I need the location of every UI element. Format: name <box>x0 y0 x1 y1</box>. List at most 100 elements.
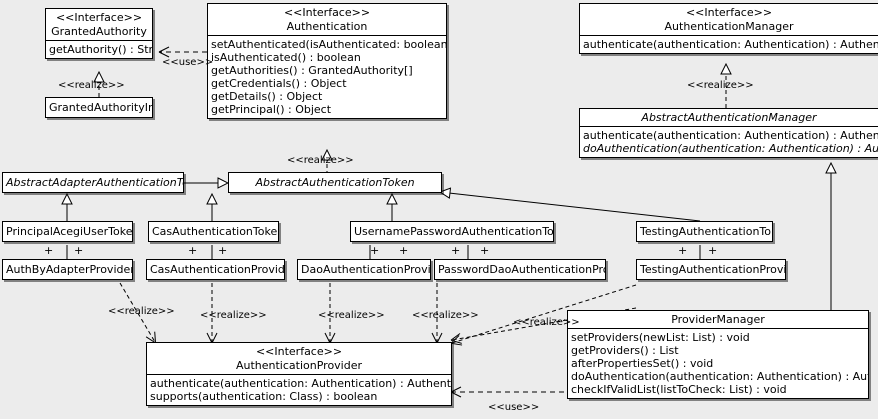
class-header: PrincipalAcegiUserToken <box>3 222 132 241</box>
class-header: PasswordDaoAuthenticationProvider <box>435 260 605 279</box>
operation: getDetails() : Object <box>211 90 323 103</box>
operation: isAuthenticated() : boolean <box>211 51 361 64</box>
operations-compartment: authenticate(authentication: Authenticat… <box>580 36 878 53</box>
class-name: DaoAuthenticationProvider <box>301 263 431 276</box>
class-abstract-authentication-token[interactable]: AbstractAuthenticationToken <box>228 172 442 193</box>
stereotype-label: <<Interface>> <box>283 6 371 19</box>
class-name: GrantedAuthorityImpl <box>49 101 152 114</box>
divider <box>46 40 152 41</box>
divider <box>208 35 446 36</box>
class-cas-authentication-token[interactable]: CasAuthenticationToken <box>148 221 279 242</box>
class-authentication-provider[interactable]: <<Interface>> AuthenticationProvider aut… <box>146 342 452 406</box>
class-testing-authentication-provider[interactable]: TestingAuthenticationProvider <box>636 259 786 280</box>
class-name: Authentication <box>286 20 368 33</box>
label-realize-granted-authority: <<realize>> <box>58 80 125 91</box>
operations-compartment: authenticate(authentication: Authenticat… <box>147 375 451 405</box>
class-header: <<Interface>> GrantedAuthority <box>46 9 152 40</box>
class-dao-authentication-provider[interactable]: DaoAuthenticationProvider <box>297 259 431 280</box>
operation: getAuthorities() : GrantedAuthority[] <box>211 64 413 77</box>
operation: getCredentials() : Object <box>211 77 347 90</box>
divider <box>568 328 868 329</box>
class-header: ProviderManager <box>568 311 868 328</box>
operation: afterPropertiesSet() : void <box>571 357 714 370</box>
class-header: AbstractAdapterAuthenticationToken <box>3 173 183 192</box>
operation: getPrincipal() : Object <box>211 103 332 116</box>
label-use-bottom: <<use>> <box>488 402 540 413</box>
class-header: CasAuthenticationToken <box>149 222 278 241</box>
association-marker: + <box>708 244 718 257</box>
divider <box>580 126 878 127</box>
operations-compartment: setProviders(newList: List) : void getPr… <box>568 329 868 398</box>
class-authentication-manager[interactable]: <<Interface>> AuthenticationManager auth… <box>579 3 878 54</box>
class-testing-authentication-token[interactable]: TestingAuthenticationToken <box>636 221 773 242</box>
operation: setProviders(newList: List) : void <box>571 331 750 344</box>
class-header: CasAuthenticationProvider <box>147 260 284 279</box>
class-granted-authority-impl[interactable]: GrantedAuthorityImpl <box>45 97 153 118</box>
association-marker: + <box>480 244 490 257</box>
stereotype-label: <<Interface>> <box>255 345 343 358</box>
class-principal-acegi-user-token[interactable]: PrincipalAcegiUserToken <box>2 221 133 242</box>
label-realize-provider-manager: <<realize>> <box>513 317 580 328</box>
class-name: ProviderManager <box>671 313 765 326</box>
class-name: TestingAuthenticationToken <box>640 225 772 238</box>
operation: supports(authentication: Class) : boolea… <box>150 390 378 403</box>
operation: doAuthentication(authentication: Authent… <box>583 142 878 155</box>
divider <box>147 374 451 375</box>
divider <box>580 35 878 36</box>
class-password-dao-authentication-provider[interactable]: PasswordDaoAuthenticationProvider <box>434 259 606 280</box>
class-header: AuthByAdapterProvider <box>3 260 132 279</box>
class-name: AuthByAdapterProvider <box>6 263 133 276</box>
class-name: CasAuthenticationProvider <box>150 263 285 276</box>
class-name: TestingAuthenticationProvider <box>640 263 785 276</box>
association-marker: + <box>44 244 54 257</box>
label-realize-authentication: <<realize>> <box>287 155 354 166</box>
operation: authenticate(authentication: Authenticat… <box>150 377 452 390</box>
operations-compartment: authenticate(authentication: Authenticat… <box>580 127 878 157</box>
operation: getProviders() : List <box>571 344 679 357</box>
class-header: TestingAuthenticationToken <box>637 222 772 241</box>
label-realize-provider-2: <<realize>> <box>200 310 267 321</box>
class-name: PasswordDaoAuthenticationProvider <box>438 263 605 276</box>
operations-compartment: getAuthority() : String <box>46 41 152 58</box>
association-marker: + <box>451 244 461 257</box>
label-use-top: <<use>> <box>162 57 214 68</box>
class-name: AbstractAuthenticationManager <box>641 111 817 124</box>
class-authentication[interactable]: <<Interface>> Authentication setAuthenti… <box>207 3 447 119</box>
class-header: AbstractAuthenticationManager <box>580 109 878 126</box>
class-header: <<Interface>> AuthenticationManager <box>580 4 878 35</box>
operation: doAuthentication(authentication: Authent… <box>571 370 868 383</box>
class-name: AuthenticationProvider <box>235 359 363 372</box>
operation: getAuthority() : String <box>49 43 153 56</box>
class-name: UsernamePasswordAuthenticationToken <box>354 225 554 238</box>
label-realize-provider-4: <<realize>> <box>412 310 479 321</box>
class-header: TestingAuthenticationProvider <box>637 260 785 279</box>
operation: authenticate(authentication: Authenticat… <box>583 129 878 142</box>
class-username-password-authentication-token[interactable]: UsernamePasswordAuthenticationToken <box>350 221 554 242</box>
class-auth-by-adapter-provider[interactable]: AuthByAdapterProvider <box>2 259 133 280</box>
class-header: <<Interface>> Authentication <box>208 4 446 35</box>
class-granted-authority[interactable]: <<Interface>> GrantedAuthority getAuthor… <box>45 8 153 59</box>
class-name: GrantedAuthority <box>51 25 147 38</box>
class-abstract-adapter-authentication-token[interactable]: AbstractAdapterAuthenticationToken <box>2 172 184 193</box>
class-provider-manager[interactable]: ProviderManager setProviders(newList: Li… <box>567 310 869 399</box>
class-name: CasAuthenticationToken <box>152 225 279 238</box>
association-marker: + <box>399 244 409 257</box>
class-header: AbstractAuthenticationToken <box>229 173 441 192</box>
class-abstract-authentication-manager[interactable]: AbstractAuthenticationManager authentica… <box>579 108 878 158</box>
operations-compartment: setAuthenticated(isAuthenticated: boolea… <box>208 36 446 118</box>
class-name: AbstractAuthenticationToken <box>255 176 415 189</box>
association-marker: + <box>678 244 688 257</box>
class-name: PrincipalAcegiUserToken <box>6 225 133 238</box>
class-name: AuthenticationManager <box>664 20 794 33</box>
class-header: <<Interface>> AuthenticationProvider <box>147 343 451 374</box>
class-cas-authentication-provider[interactable]: CasAuthenticationProvider <box>146 259 285 280</box>
operation: setAuthenticated(isAuthenticated: boolea… <box>211 38 447 51</box>
stereotype-label: <<Interface>> <box>685 6 773 19</box>
association-marker: + <box>74 244 84 257</box>
class-header: UsernamePasswordAuthenticationToken <box>351 222 553 241</box>
association-marker: + <box>370 244 380 257</box>
operation: checkIfValidList(listToCheck: List) : vo… <box>571 383 787 396</box>
class-name: AbstractAdapterAuthenticationToken <box>6 176 183 189</box>
operation: authenticate(authentication: Authenticat… <box>583 38 878 51</box>
